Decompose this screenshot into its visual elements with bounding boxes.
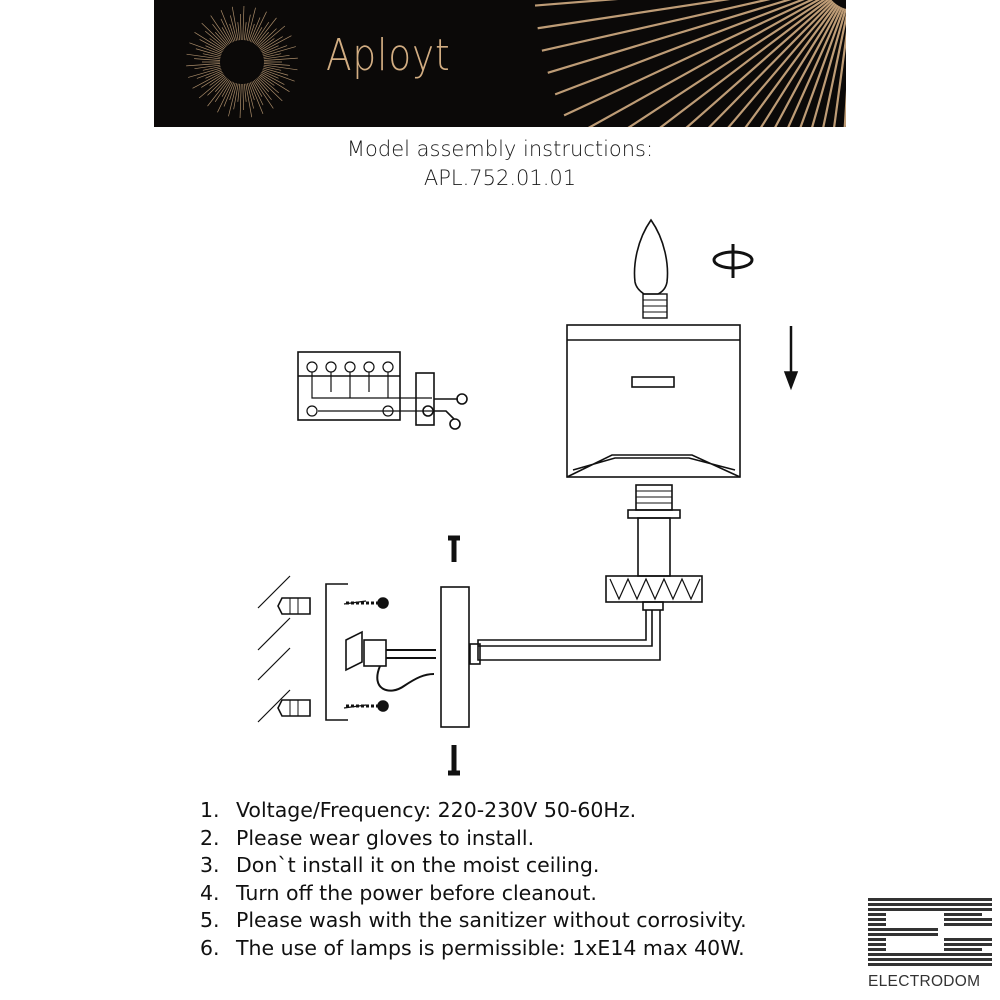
electrodom-logo-text: ELECTRODOM	[868, 973, 981, 990]
list-item: 4. Turn off the power before cleanout.	[200, 880, 747, 908]
brand-logo: Aployt	[326, 30, 451, 81]
screw-bottom	[448, 745, 460, 776]
list-item: 2. Please wear gloves to install.	[200, 825, 747, 853]
item-text: Please wash with the sanitizer without c…	[236, 908, 747, 933]
instructions-list: 1. Voltage/Frequency: 220-230V 50-60Hz. 2…	[200, 797, 747, 963]
lamp-shade	[566, 324, 741, 478]
item-number: 1.	[200, 798, 220, 822]
item-number: 5.	[200, 908, 220, 933]
item-number: 2.	[200, 825, 220, 850]
item-text: The use of lamps is permissible: 1xE14 m…	[236, 935, 745, 960]
sunburst-decoration	[186, 0, 846, 127]
brand-banner: Aployt	[154, 0, 846, 127]
list-item: 6. The use of lamps is permissible: 1xE14…	[200, 935, 747, 963]
item-number: 4.	[200, 880, 220, 905]
wall-anchors	[257, 575, 311, 723]
document-title: Model assembly instructions:	[346, 137, 654, 161]
item-text: Don`t install it on the moist ceiling.	[236, 853, 600, 878]
item-number: 6.	[200, 935, 220, 960]
electrodom-logo-mark	[868, 898, 992, 966]
item-text: Voltage/Frequency: 220-230V 50-60Hz.	[236, 798, 637, 822]
lamp-arm	[469, 610, 661, 665]
list-item: 3. Don`t install it on the moist ceiling.	[200, 852, 747, 880]
list-item: 1. Voltage/Frequency: 220-230V 50-60Hz.	[200, 797, 747, 825]
rotate-icon	[712, 244, 754, 278]
list-item: 5. Please wash with the sanitizer without…	[200, 907, 747, 935]
item-number: 3.	[200, 853, 220, 878]
item-text: Please wear gloves to install.	[236, 825, 535, 850]
lamp-holder	[605, 484, 703, 611]
wall-base	[440, 535, 470, 776]
item-text: Turn off the power before cleanout.	[236, 880, 597, 905]
wiring-schematic	[297, 351, 468, 430]
mounting-bracket	[325, 583, 436, 721]
down-arrow-icon	[783, 326, 799, 391]
candle-bulb	[633, 218, 669, 319]
assembly-diagram	[257, 218, 799, 776]
screw-top	[448, 535, 460, 562]
model-number: APL.752.01.01	[423, 166, 577, 190]
